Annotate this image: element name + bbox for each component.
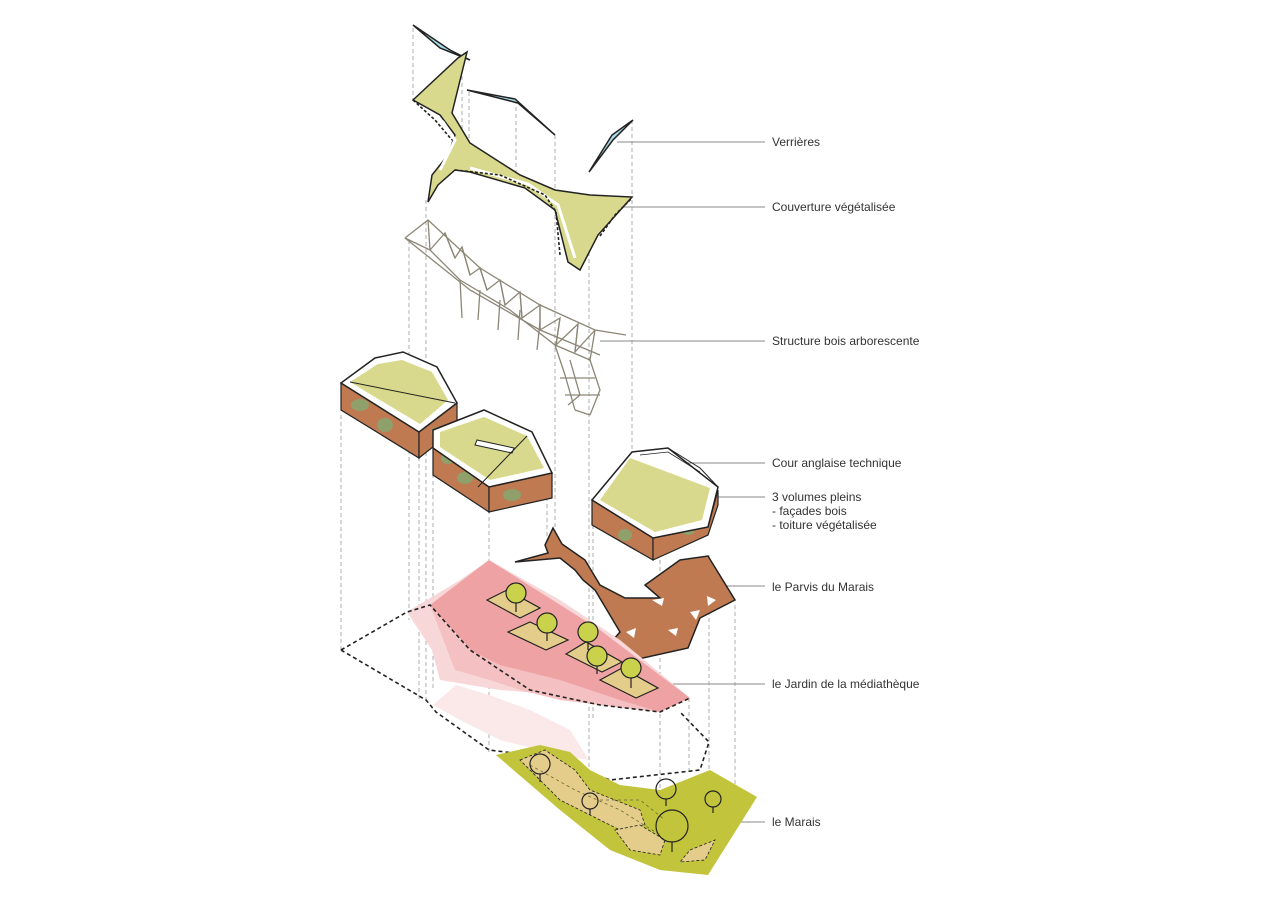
label-couverture-vegetalisee: Couverture végétalisée <box>772 200 896 214</box>
green-roof-cover <box>411 50 634 272</box>
label-volumes-line-3: - toiture végétalisée <box>772 518 877 532</box>
label-structure-bois: Structure bois arborescente <box>772 334 920 348</box>
volume-3 <box>590 447 719 562</box>
label-parvis: le Parvis du Marais <box>772 580 875 594</box>
tree-icon <box>586 645 608 674</box>
glass-roof-icon <box>466 89 556 136</box>
tree-icon <box>577 621 599 650</box>
label-volumes-line-1: 3 volumes pleins <box>772 490 862 504</box>
tree-icon <box>536 612 558 641</box>
verrieres-glass-roofs <box>412 24 634 173</box>
tree-icon <box>704 790 722 813</box>
parvis-du-marais <box>514 526 737 663</box>
tree-icon <box>655 809 689 852</box>
tree-icon <box>620 657 642 688</box>
label-marais: le Marais <box>772 815 821 829</box>
solid-volumes <box>339 351 719 562</box>
glass-roof-icon <box>588 119 634 173</box>
tree-icon <box>529 753 551 782</box>
timber-truss-icon <box>404 219 627 416</box>
tree-icon <box>505 582 527 612</box>
label-verrieres: Verrières <box>772 135 821 149</box>
tree-icon <box>581 792 599 815</box>
volume-2 <box>432 409 554 514</box>
glass-roof-icon <box>412 24 471 61</box>
label-volumes-pleins: 3 volumes pleins - façades bois - toitur… <box>772 490 877 532</box>
label-cour-anglaise: Cour anglaise technique <box>772 456 902 470</box>
le-marais <box>496 745 757 875</box>
label-volumes-line-2: - façades bois <box>772 504 847 518</box>
tree-icon <box>655 778 677 806</box>
label-jardin: le Jardin de la médiathèque <box>772 677 920 691</box>
